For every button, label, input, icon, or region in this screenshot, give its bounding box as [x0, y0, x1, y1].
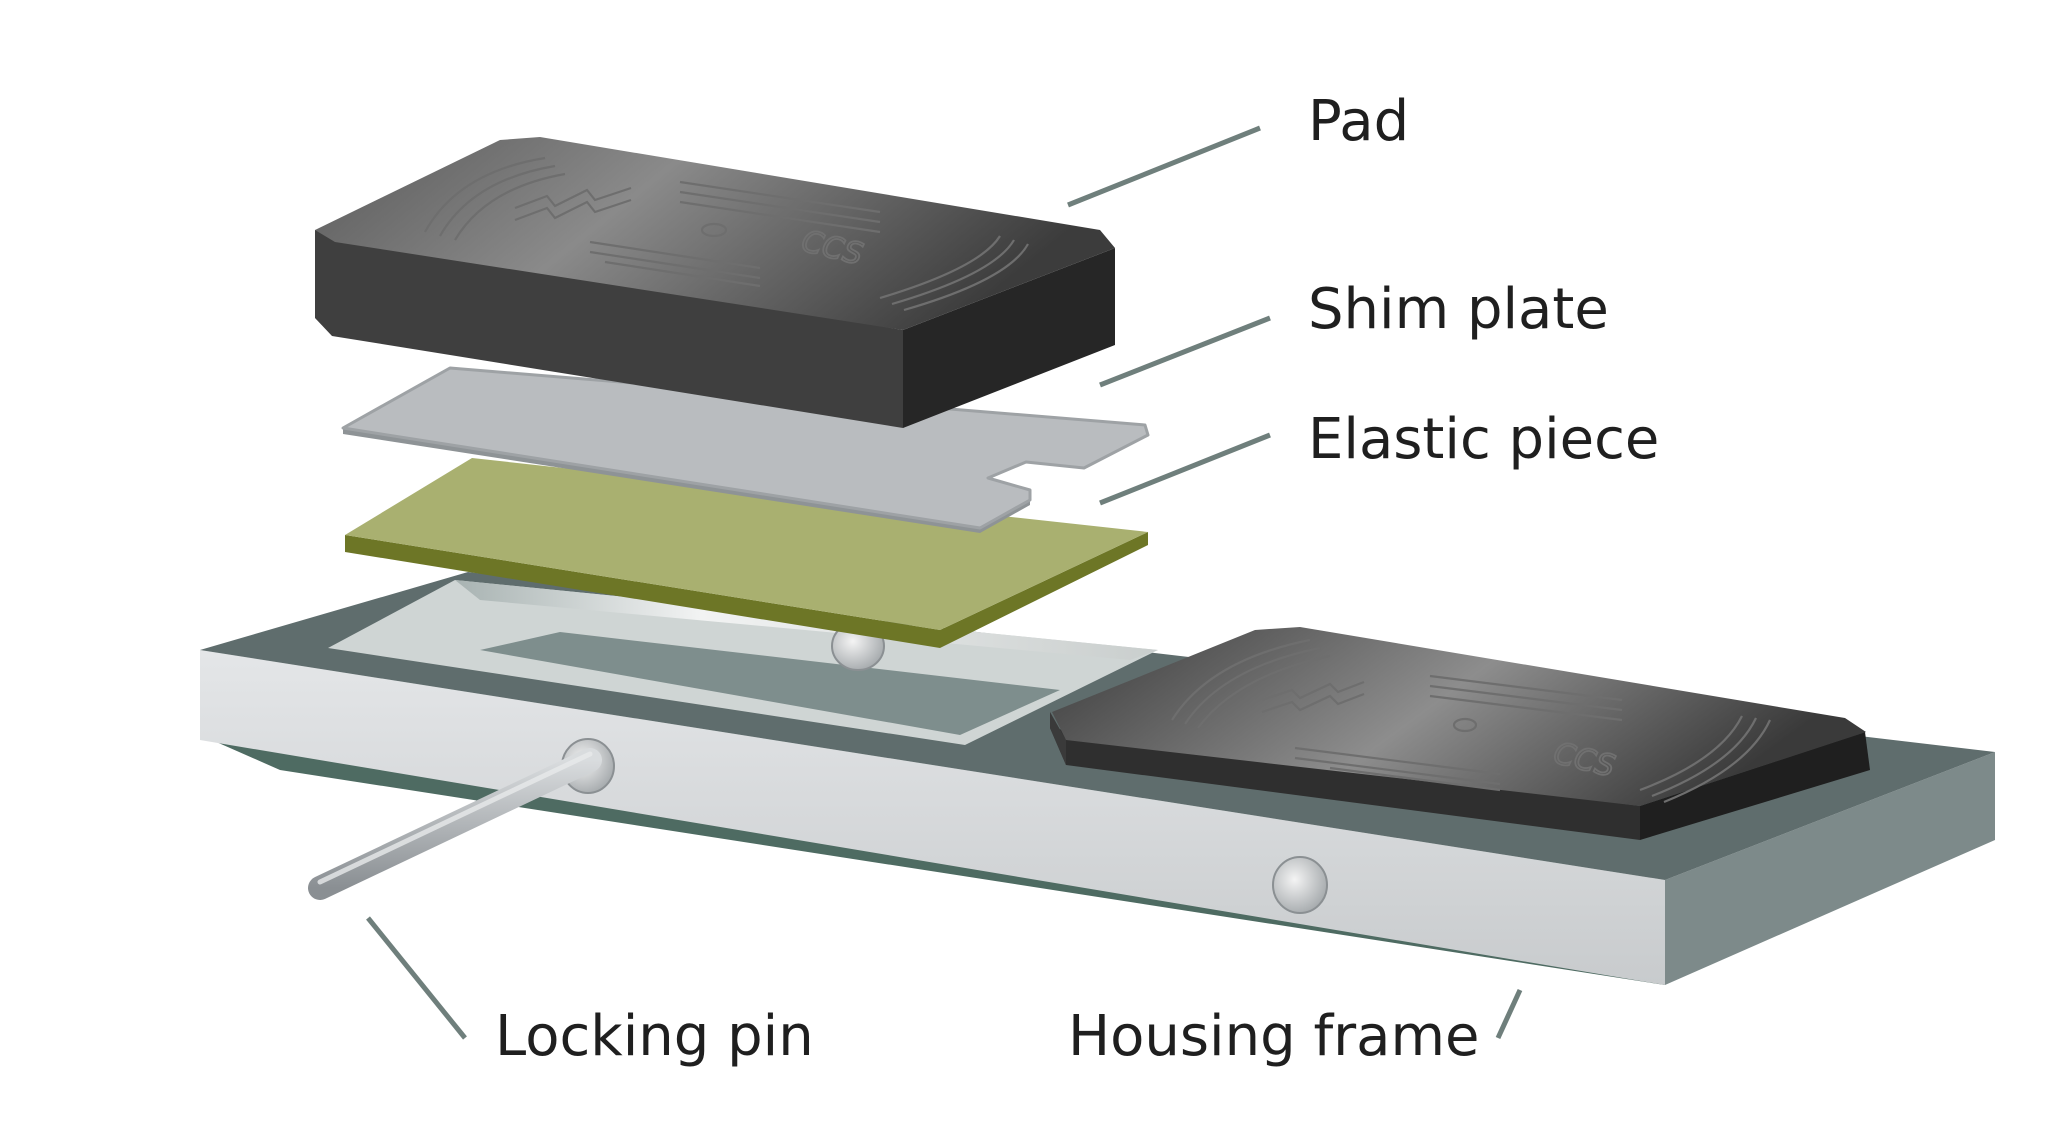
exploded-pad: CCS — [315, 137, 1115, 428]
callout-labels: Pad Shim plate Elastic piece Locking pin… — [495, 89, 1659, 1069]
label-locking-pin: Locking pin — [495, 1004, 814, 1069]
pad-side-right — [903, 248, 1115, 428]
pad-engraving: CCS — [424, 156, 1029, 312]
frame-pocket-floor — [480, 632, 1060, 735]
label-shim-plate: Shim plate — [1308, 277, 1609, 342]
leader-pad — [1067, 125, 1261, 208]
frame-hole-right — [1272, 856, 1328, 914]
label-housing-frame: Housing frame — [1068, 1004, 1480, 1069]
mounted-pad-top — [1052, 627, 1866, 806]
mounted-pad-side-right — [1640, 732, 1870, 840]
pad-top — [315, 137, 1115, 330]
leader-shim-plate — [1099, 315, 1271, 388]
label-pad: Pad — [1308, 89, 1409, 154]
mounted-pad-side-front — [1050, 728, 1640, 840]
pad-side-front — [315, 230, 903, 428]
leader-lines — [366, 125, 1523, 1040]
leader-locking-pin — [366, 916, 467, 1040]
mounted-pad-engraving: CCS — [1171, 638, 1771, 804]
leader-elastic-piece — [1099, 432, 1271, 506]
locking-pin — [308, 748, 602, 900]
mounted-pad: CCS — [1050, 627, 1870, 840]
elastic-piece-top — [345, 458, 1148, 630]
mounted-pad-side-left — [1050, 712, 1066, 765]
leader-housing-frame — [1495, 988, 1523, 1040]
frame-end-face — [1665, 752, 1995, 985]
elastic-piece — [345, 458, 1148, 648]
label-elastic-piece: Elastic piece — [1308, 407, 1659, 472]
